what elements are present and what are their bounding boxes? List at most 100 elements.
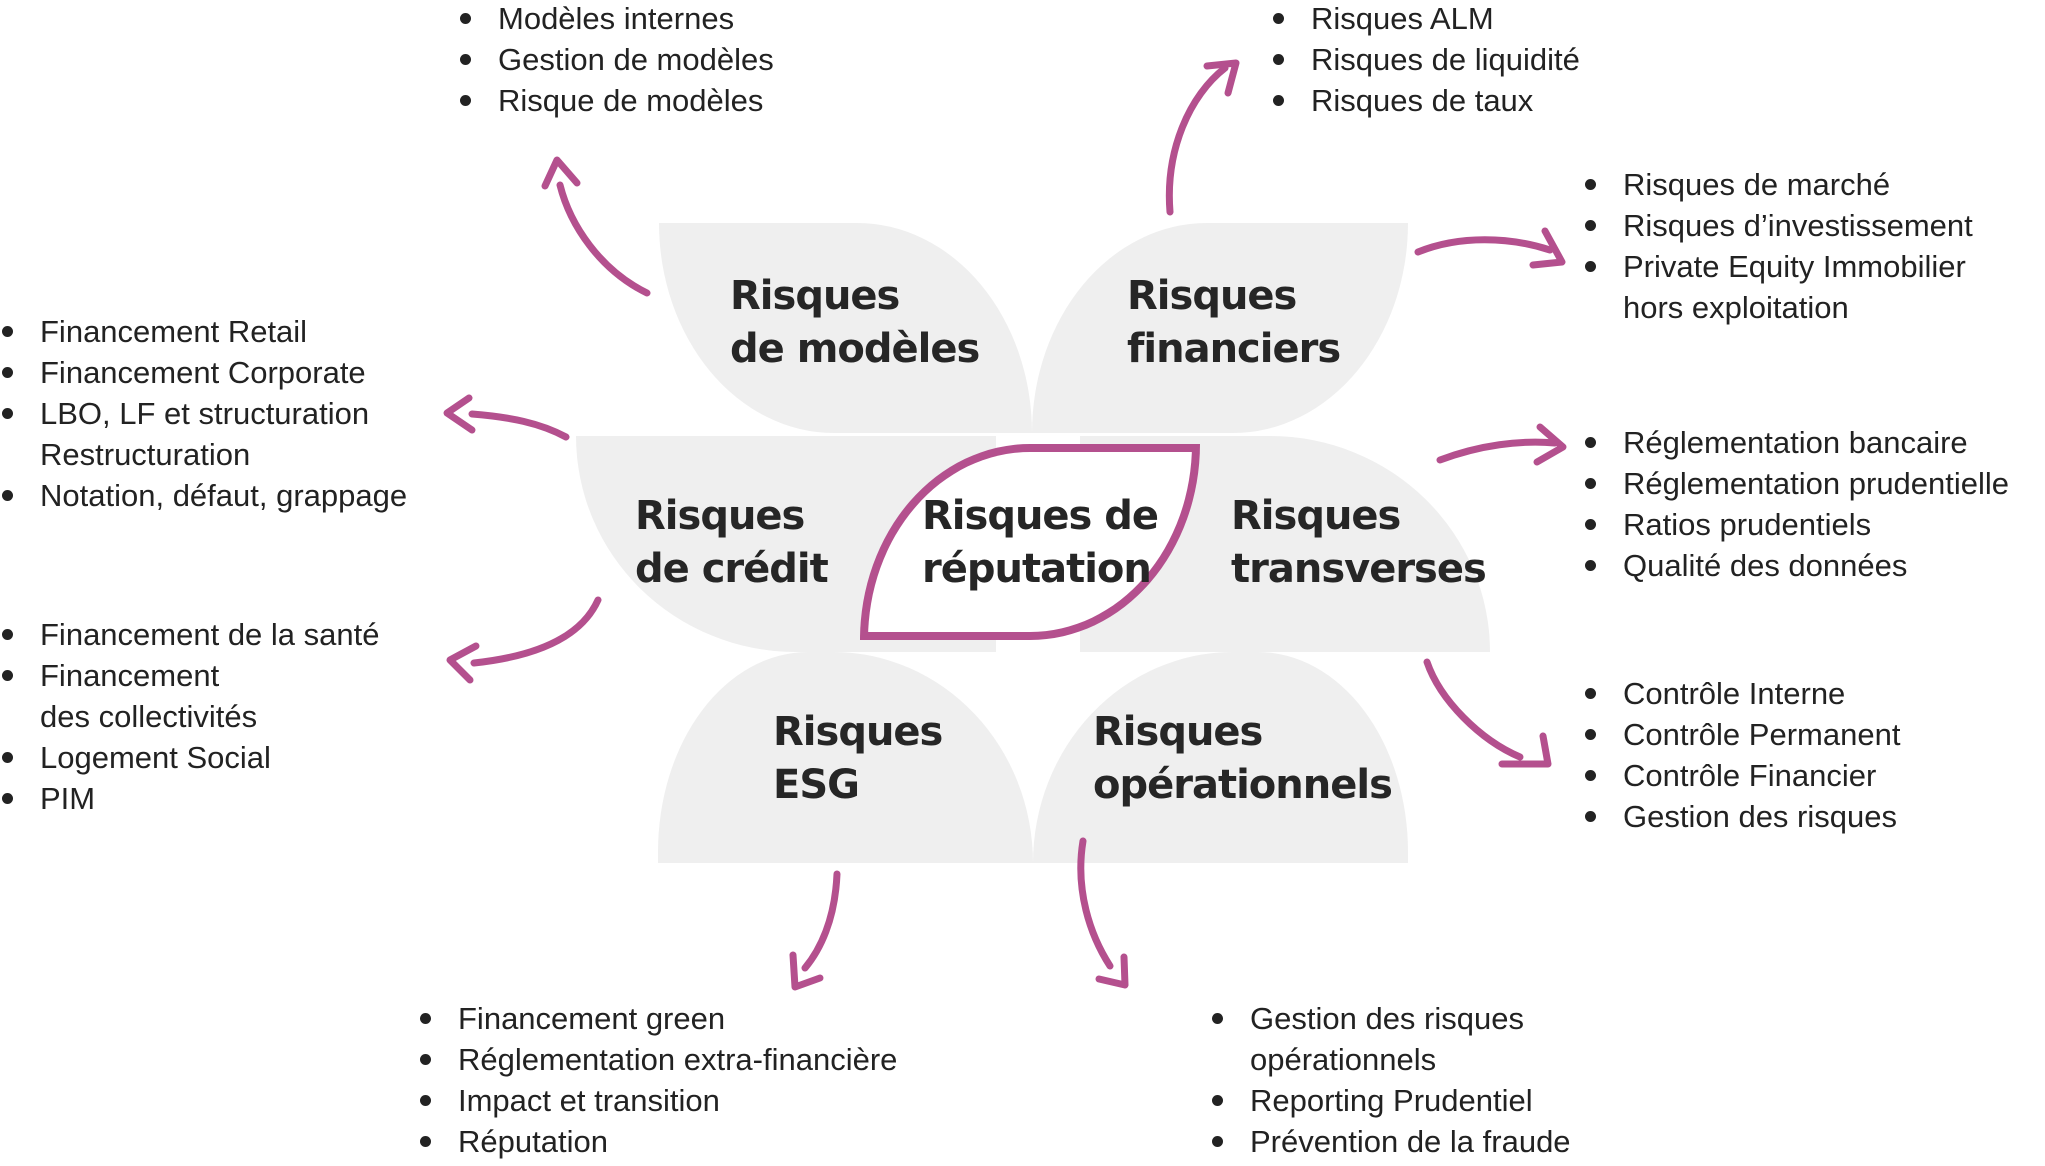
bullet-icon	[1585, 519, 1596, 530]
title-line: ESG	[773, 762, 860, 808]
list-item: Contrôle Permanent	[1585, 714, 1900, 755]
list-item: Financement de la santé	[2, 614, 380, 655]
bullet-icon	[1585, 770, 1596, 781]
title-risques-de-modeles: Risques de modèles	[730, 270, 980, 376]
list-risques-transverses-bottom: Contrôle Interne Contrôle Permanent Cont…	[1585, 673, 1900, 837]
list-item: Reporting Prudentiel	[1212, 1080, 1571, 1121]
arrow-operationnels-down-icon	[1077, 837, 1129, 989]
title-line: financiers	[1127, 326, 1341, 372]
bullet-icon	[460, 54, 471, 65]
title-line: Risques	[1231, 493, 1401, 539]
title-line: Risques	[635, 493, 805, 539]
list-item: Réglementation extra-financière	[420, 1039, 897, 1080]
bullet-icon	[420, 1136, 431, 1147]
list-item: Risque de modèles	[460, 80, 774, 121]
arrow-credit-down-icon	[446, 596, 602, 684]
list-item: Réglementation bancaire	[1585, 422, 2009, 463]
list-item: Financement Retail	[2, 311, 407, 352]
bullet-icon	[420, 1095, 431, 1106]
bullet-icon	[2, 490, 13, 501]
bullet-icon	[2, 670, 13, 681]
title-line: Risques de	[922, 493, 1159, 539]
arrow-financiers-up-icon	[1165, 59, 1240, 216]
title-risques-de-reputation: Risques de réputation	[922, 490, 1159, 596]
bullet-icon	[1212, 1136, 1223, 1147]
bullet-icon	[1585, 179, 1596, 190]
list-risques-transverses-top: Réglementation bancaire Réglementation p…	[1585, 422, 2009, 586]
bullet-icon	[2, 629, 13, 640]
list-risques-esg: Financement green Réglementation extra-f…	[420, 998, 897, 1162]
bullet-icon	[1585, 437, 1596, 448]
list-item: Financement green	[420, 998, 897, 1039]
bullet-icon	[460, 95, 471, 106]
list-item: Risques de taux	[1273, 80, 1580, 121]
list-item: Logement Social	[2, 737, 380, 778]
list-item: Ratios prudentiels	[1585, 504, 2009, 545]
bullet-icon	[1585, 478, 1596, 489]
bullet-icon	[2, 367, 13, 378]
title-line: Risques	[1127, 273, 1297, 319]
bullet-icon	[1212, 1013, 1223, 1024]
list-item: Notation, défaut, grappage	[2, 475, 407, 516]
title-risques-operationnels: Risques opérationnels	[1093, 706, 1393, 812]
list-item: Contrôle Interne	[1585, 673, 1900, 714]
bullet-icon	[2, 326, 13, 337]
list-item: Risques de marché	[1585, 164, 1973, 205]
bullet-icon	[420, 1054, 431, 1065]
title-line: opérationnels	[1093, 762, 1393, 808]
title-risques-financiers: Risques financiers	[1127, 270, 1341, 376]
bullet-icon	[1273, 95, 1284, 106]
list-item: Réglementation prudentielle	[1585, 463, 2009, 504]
title-line: transverses	[1231, 546, 1487, 592]
title-line: Risques	[1093, 709, 1263, 755]
title-risques-transverses: Risques transverses	[1231, 490, 1487, 596]
title-risques-esg: Risques ESG	[773, 706, 943, 812]
list-risques-de-modeles: Modèles internes Gestion de modèles Risq…	[460, 0, 774, 121]
bullet-icon	[1585, 220, 1596, 231]
list-item: Contrôle Financier	[1585, 755, 1900, 796]
list-item: Impact et transition	[420, 1080, 897, 1121]
arrow-transverses-down-icon	[1423, 658, 1552, 768]
bullet-icon	[1585, 261, 1596, 272]
list-item: Qualité des données	[1585, 545, 2009, 586]
list-item: Risques d’investissement	[1585, 205, 1973, 246]
title-line: de crédit	[635, 546, 829, 592]
list-item: PIM	[2, 778, 380, 819]
list-item: Modèles internes	[460, 0, 774, 39]
bullet-icon	[2, 752, 13, 763]
title-line: réputation	[922, 546, 1152, 592]
list-item: Financement Corporate	[2, 352, 407, 393]
arrow-modeles-icon	[541, 156, 651, 297]
bullet-icon	[1585, 811, 1596, 822]
bullet-icon	[1585, 688, 1596, 699]
bullet-icon	[2, 408, 13, 419]
list-risques-financiers-top: Risques ALM Risques de liquidité Risques…	[1273, 0, 1580, 121]
list-item: Risques de liquidité	[1273, 39, 1580, 80]
list-risques-de-credit-top: Financement Retail Financement Corporate…	[2, 311, 407, 516]
list-item: Gestion de modèles	[460, 39, 774, 80]
bullet-icon	[2, 793, 13, 804]
title-risques-de-credit: Risques de crédit	[635, 490, 829, 596]
bullet-icon	[1273, 54, 1284, 65]
arrow-transverses-up-icon	[1436, 423, 1567, 466]
title-line: Risques	[773, 709, 943, 755]
list-item: Prévention de la fraude	[1212, 1121, 1571, 1162]
list-risques-financiers-right: Risques de marché Risques d’investisseme…	[1585, 164, 1973, 328]
bullet-icon	[1585, 560, 1596, 571]
bullet-icon	[1273, 13, 1284, 24]
bullet-icon	[1585, 729, 1596, 740]
list-item: Gestion des risques	[1585, 796, 1900, 837]
arrow-esg-down-icon	[789, 870, 841, 991]
list-item: Réputation	[420, 1121, 897, 1162]
bullet-icon	[420, 1013, 431, 1024]
bullet-icon	[1212, 1095, 1223, 1106]
bullet-icon	[460, 13, 471, 24]
arrow-financiers-right-icon	[1414, 227, 1566, 269]
